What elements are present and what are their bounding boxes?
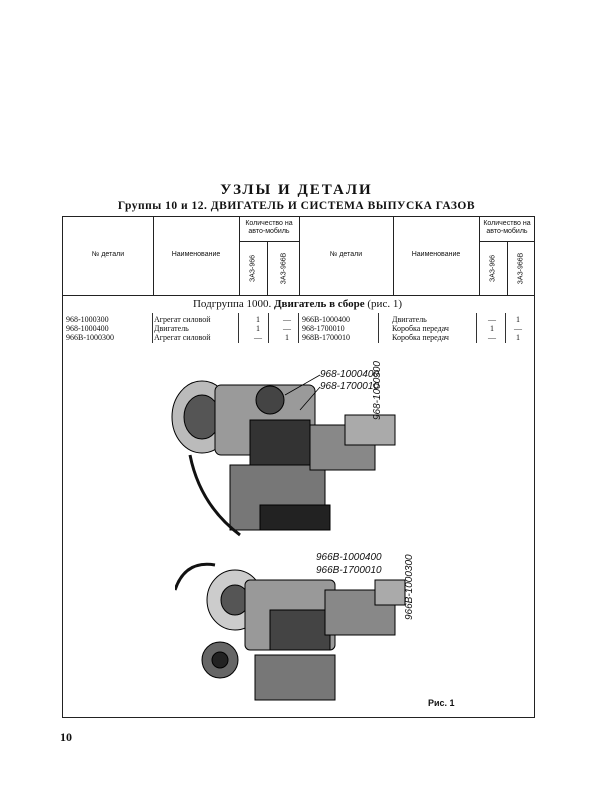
figure-caption: Рис. 1 xyxy=(428,698,455,708)
parts-table-frame: № детали Наименование Количество на авто… xyxy=(62,216,535,718)
header-model2-left: ЗАЗ-966В xyxy=(280,252,288,285)
part-name: Агрегат силовой xyxy=(154,315,211,324)
subgroup-heading: Подгруппа 1000. Двигатель в сборе (рис. … xyxy=(62,298,533,310)
part-name: Двигатель xyxy=(392,315,427,324)
part-number: 966В-1000300 xyxy=(66,333,114,342)
leader-lines-top xyxy=(284,374,321,411)
header-model1-right: ЗАЗ-966 xyxy=(489,254,497,283)
callout-966b-1700010: 966В-1700010 xyxy=(316,565,382,576)
qty-966: 1 xyxy=(256,324,260,333)
engine-illustration-bottom xyxy=(175,562,406,701)
part-name: Двигатель xyxy=(154,324,189,333)
qty-966b: 1 xyxy=(285,333,289,342)
part-number: 968-1700010 xyxy=(302,324,345,333)
header-qty-left: Количество на авто-мобиль xyxy=(245,220,293,235)
part-number: 968-1000300 xyxy=(66,315,109,324)
qty-966b: — xyxy=(514,324,522,333)
qty-966b: 1 xyxy=(516,333,520,342)
subgroup-prefix: Подгруппа 1000. xyxy=(192,298,272,310)
callout-968-1000300: 968-1000300 xyxy=(372,361,383,420)
header-model2-right: ЗАЗ-966В xyxy=(517,252,525,285)
part-number: 968В-1700010 xyxy=(302,333,350,342)
header-part-no-right: № детали xyxy=(329,251,363,258)
callout-966b-1000400: 966В-1000400 xyxy=(316,552,382,563)
qty-966: — xyxy=(488,315,496,324)
qty-966: 1 xyxy=(256,315,260,324)
callout-968-1000400: 968-1000400 xyxy=(320,369,379,380)
qty-966b: 1 xyxy=(516,315,520,324)
qty-966: — xyxy=(488,333,496,342)
part-name: Агрегат силовой xyxy=(154,333,211,342)
header-qty-right: Количество на авто-мобиль xyxy=(483,220,531,235)
qty-966b: — xyxy=(283,315,291,324)
qty-966: 1 xyxy=(490,324,494,333)
section-subtitle: Группы 10 и 12. ДВИГАТЕЛЬ И СИСТЕМА ВЫПУ… xyxy=(117,200,476,212)
subgroup-figure-ref: (рис. 1) xyxy=(367,298,402,310)
part-name: Коробка передач xyxy=(392,333,449,342)
callout-968-1700010: 968-1700010 xyxy=(320,381,379,392)
qty-966b: — xyxy=(283,324,291,333)
part-number: 968-1000400 xyxy=(66,324,109,333)
part-name: Коробка передач xyxy=(392,324,449,333)
qty-966: — xyxy=(254,333,262,342)
subgroup-name: Двигатель в сборе xyxy=(273,298,365,310)
engine-illustration-top xyxy=(171,380,396,537)
page-number: 10 xyxy=(60,730,72,744)
part-number: 966В-1000400 xyxy=(302,315,350,324)
header-name-right: Наименование xyxy=(411,251,461,258)
header-name-left: Наименование xyxy=(171,251,221,258)
page-title: УЗЛЫ И ДЕТАЛИ xyxy=(220,182,373,198)
callout-966b-1000300: 966В-1000300 xyxy=(404,554,415,620)
header-part-no-left: № детали xyxy=(91,251,125,258)
header-model1-left: ЗАЗ-966 xyxy=(249,254,257,283)
